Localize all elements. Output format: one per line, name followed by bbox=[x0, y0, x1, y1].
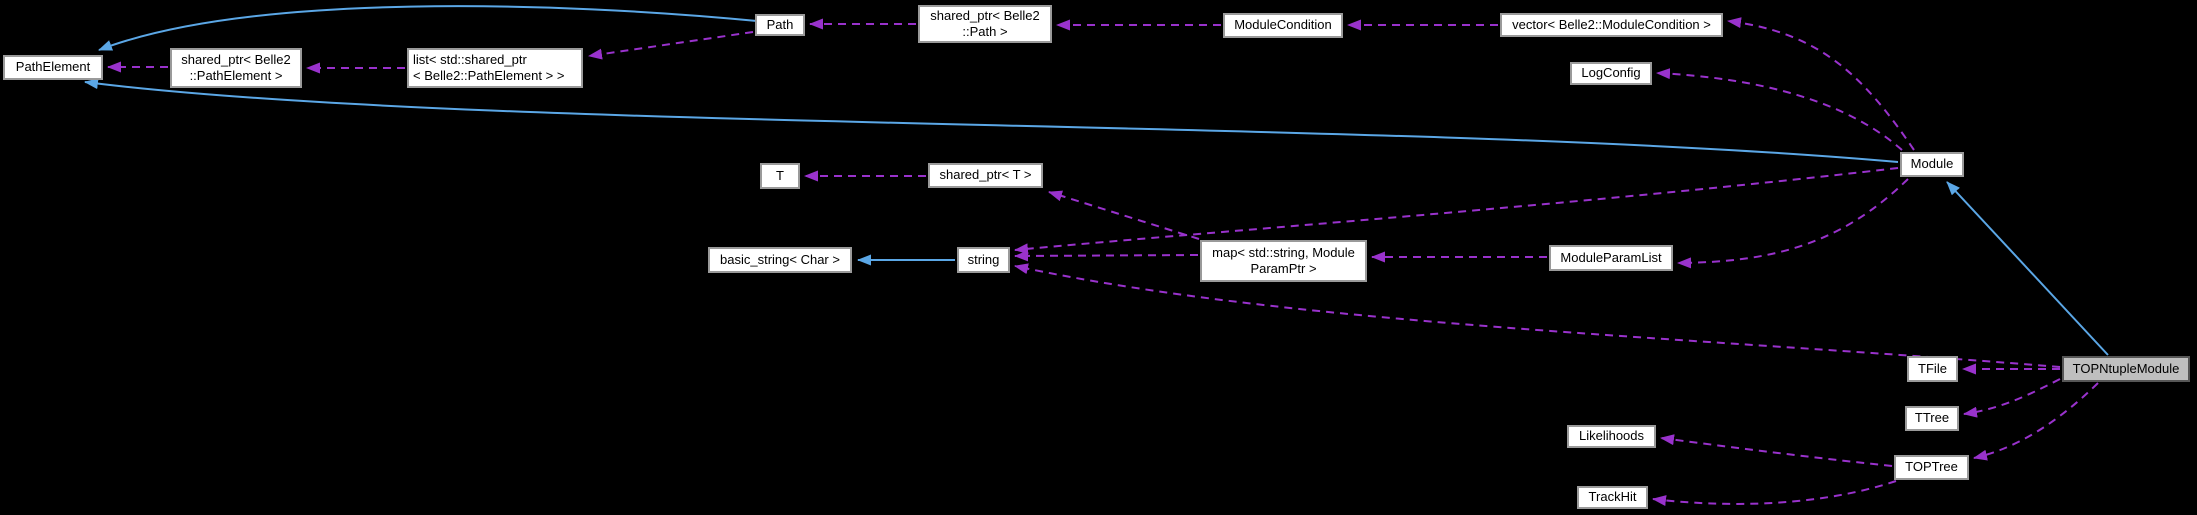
node-likelihoods[interactable]: Likelihoods bbox=[1567, 425, 1656, 448]
node-list-sharedptr-pathelement[interactable]: list< std::shared_ptr < Belle2::PathElem… bbox=[407, 48, 583, 88]
node-moduleparamlist[interactable]: ModuleParamList bbox=[1549, 245, 1673, 271]
edge-topntuplemodule-to-string bbox=[1014, 263, 2061, 368]
edge-toptree-to-trackhit bbox=[1652, 480, 1897, 507]
edge-path-to-list bbox=[588, 31, 754, 60]
edge-module-to-moduleparamlist bbox=[1677, 178, 1909, 269]
node-path[interactable]: Path bbox=[755, 14, 805, 36]
edge-map-to-string bbox=[1014, 250, 1199, 262]
node-vector-modulecondition[interactable]: vector< Belle2::ModuleCondition > bbox=[1500, 13, 1723, 37]
node-sharedptr-path[interactable]: shared_ptr< Belle2 ::Path > bbox=[918, 5, 1052, 43]
node-pathelement[interactable]: PathElement bbox=[3, 55, 103, 80]
node-sharedptr-pathelement[interactable]: shared_ptr< Belle2 ::PathElement > bbox=[170, 48, 302, 88]
node-modulecondition[interactable]: ModuleCondition bbox=[1223, 13, 1343, 38]
node-sharedptr-t[interactable]: shared_ptr< T > bbox=[928, 163, 1043, 188]
edge-path-to-pathelement bbox=[98, 5, 758, 51]
node-toptree[interactable]: TOPTree bbox=[1894, 455, 1969, 480]
node-module[interactable]: Module bbox=[1900, 152, 1964, 177]
edge-module-to-pathelement bbox=[84, 78, 1899, 163]
node-trackhit[interactable]: TrackHit bbox=[1577, 486, 1648, 509]
node-map-string-moduleparamptr[interactable]: map< std::string, Module ParamPtr > bbox=[1200, 240, 1367, 282]
node-ttree[interactable]: TTree bbox=[1905, 406, 1959, 431]
node-basic-string-char[interactable]: basic_string< Char > bbox=[708, 247, 852, 273]
edge-topntuplemodule-to-toptree bbox=[1973, 382, 2099, 461]
edge-module-to-logconfig bbox=[1656, 68, 1903, 151]
node-topntuplemodule-main[interactable]: TOPNtupleModule bbox=[2062, 356, 2190, 382]
node-logconfig[interactable]: LogConfig bbox=[1570, 62, 1652, 85]
node-string[interactable]: string bbox=[957, 247, 1010, 273]
edge-module-to-string bbox=[1014, 167, 1899, 255]
edge-module-to-vector bbox=[1727, 17, 1915, 151]
node-tfile[interactable]: TFile bbox=[1907, 356, 1958, 382]
edge-toptree-to-likelihoods bbox=[1660, 434, 1893, 467]
node-t[interactable]: T bbox=[760, 163, 800, 189]
edge-topntuplemodule-to-module bbox=[1946, 181, 2109, 356]
edge-topntuplemodule-to-ttree bbox=[1963, 378, 2061, 418]
edge-map-to-sharedptrt bbox=[1048, 190, 1200, 240]
